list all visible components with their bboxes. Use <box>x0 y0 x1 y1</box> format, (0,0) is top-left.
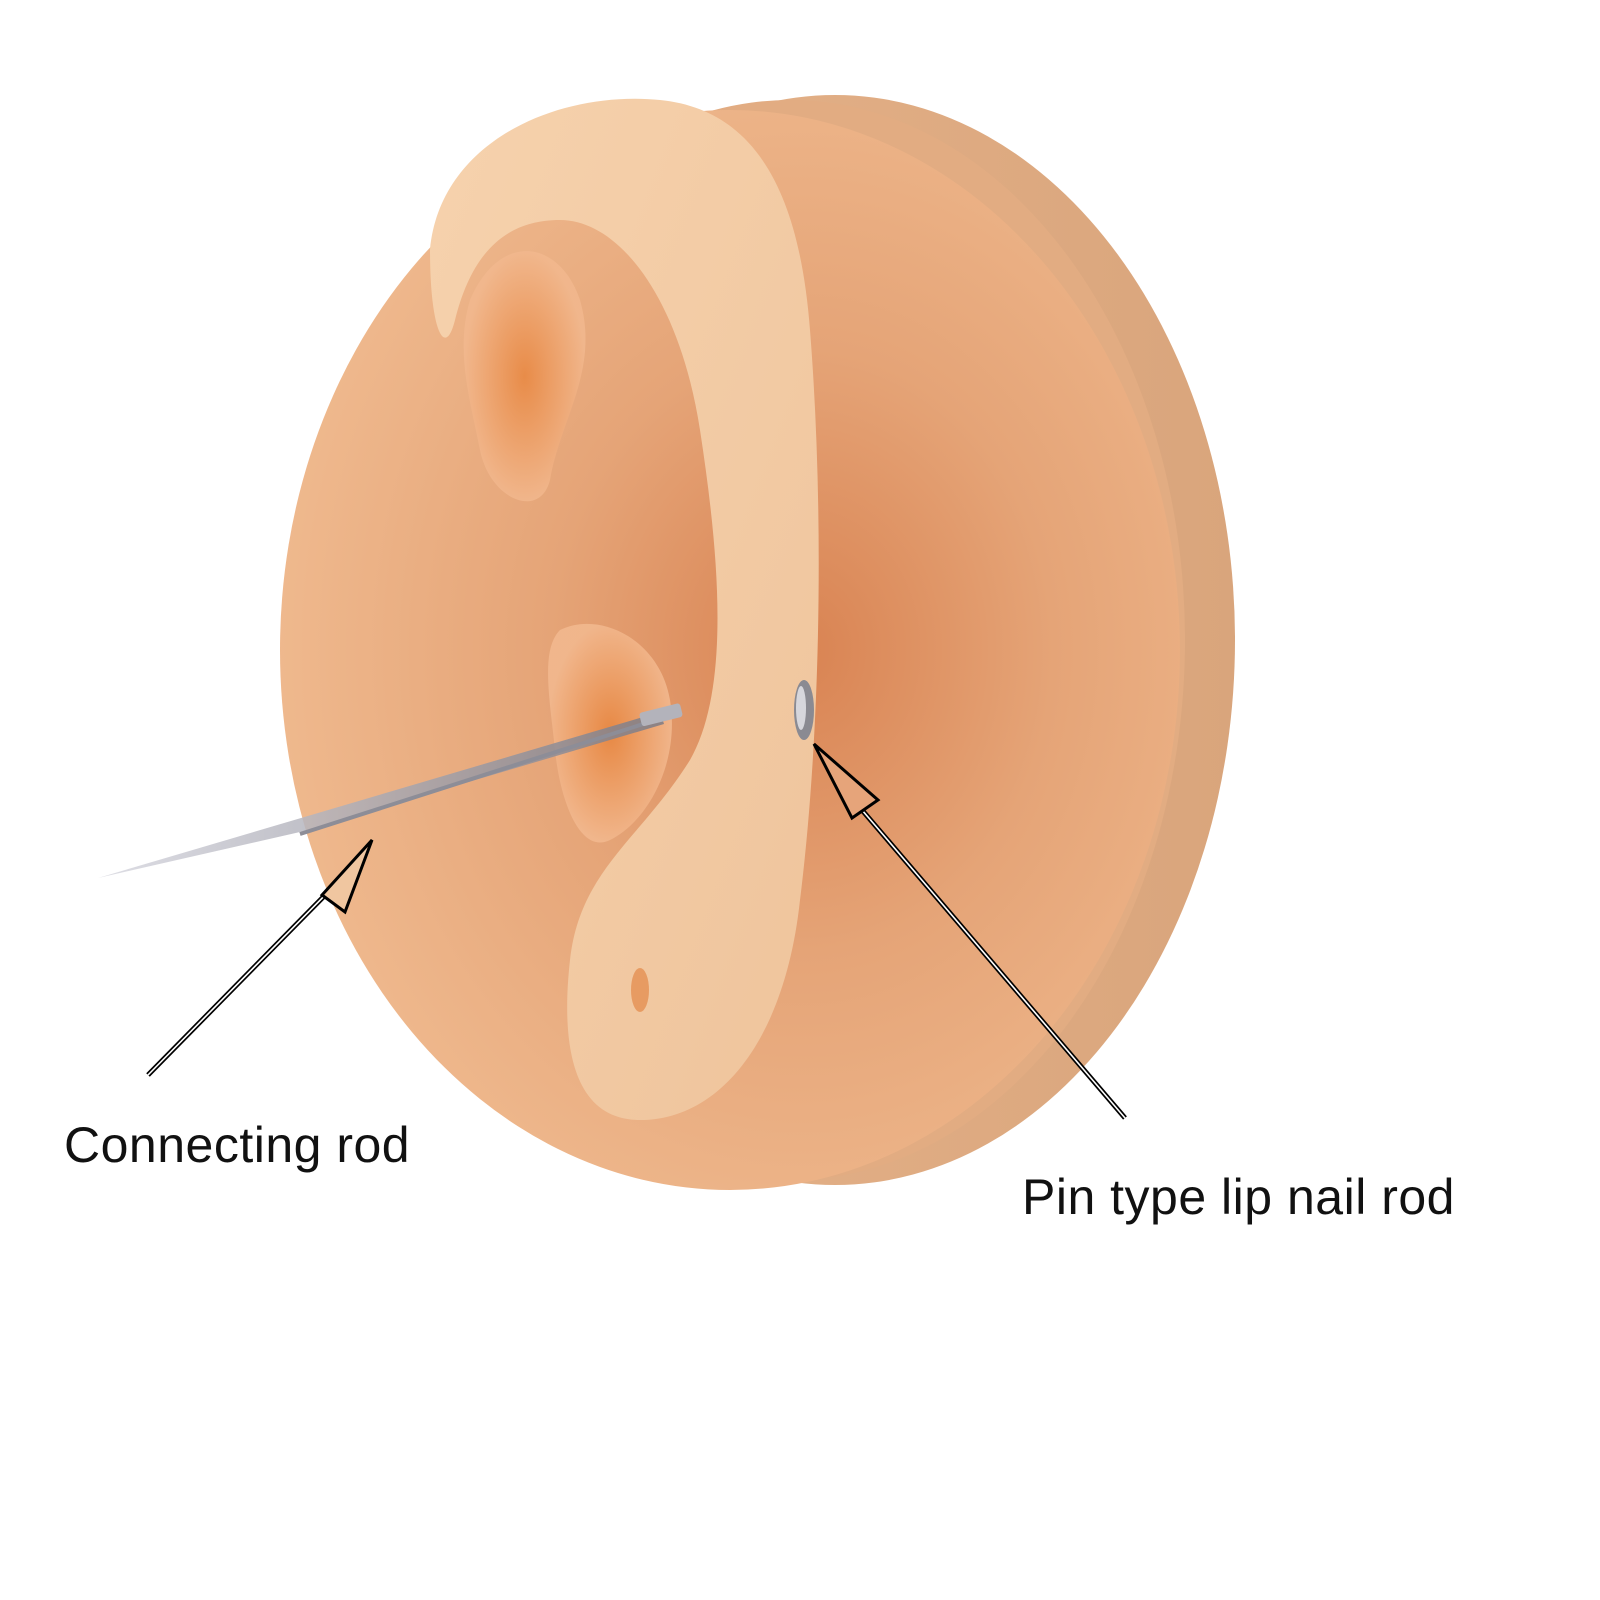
ear-helix <box>430 98 819 1120</box>
arrow-connecting-rod <box>146 838 374 1077</box>
ear-lobe-hole <box>631 968 649 1012</box>
pin-head <box>794 680 814 740</box>
arrow-pin-rod <box>812 742 1127 1120</box>
label-connecting-rod: Connecting rod <box>64 1117 411 1173</box>
ear-cavity-upper <box>463 251 586 502</box>
connecting-rod-needle <box>98 703 683 878</box>
label-pin-type-lip-nail-rod: Pin type lip nail rod <box>1022 1169 1455 1225</box>
